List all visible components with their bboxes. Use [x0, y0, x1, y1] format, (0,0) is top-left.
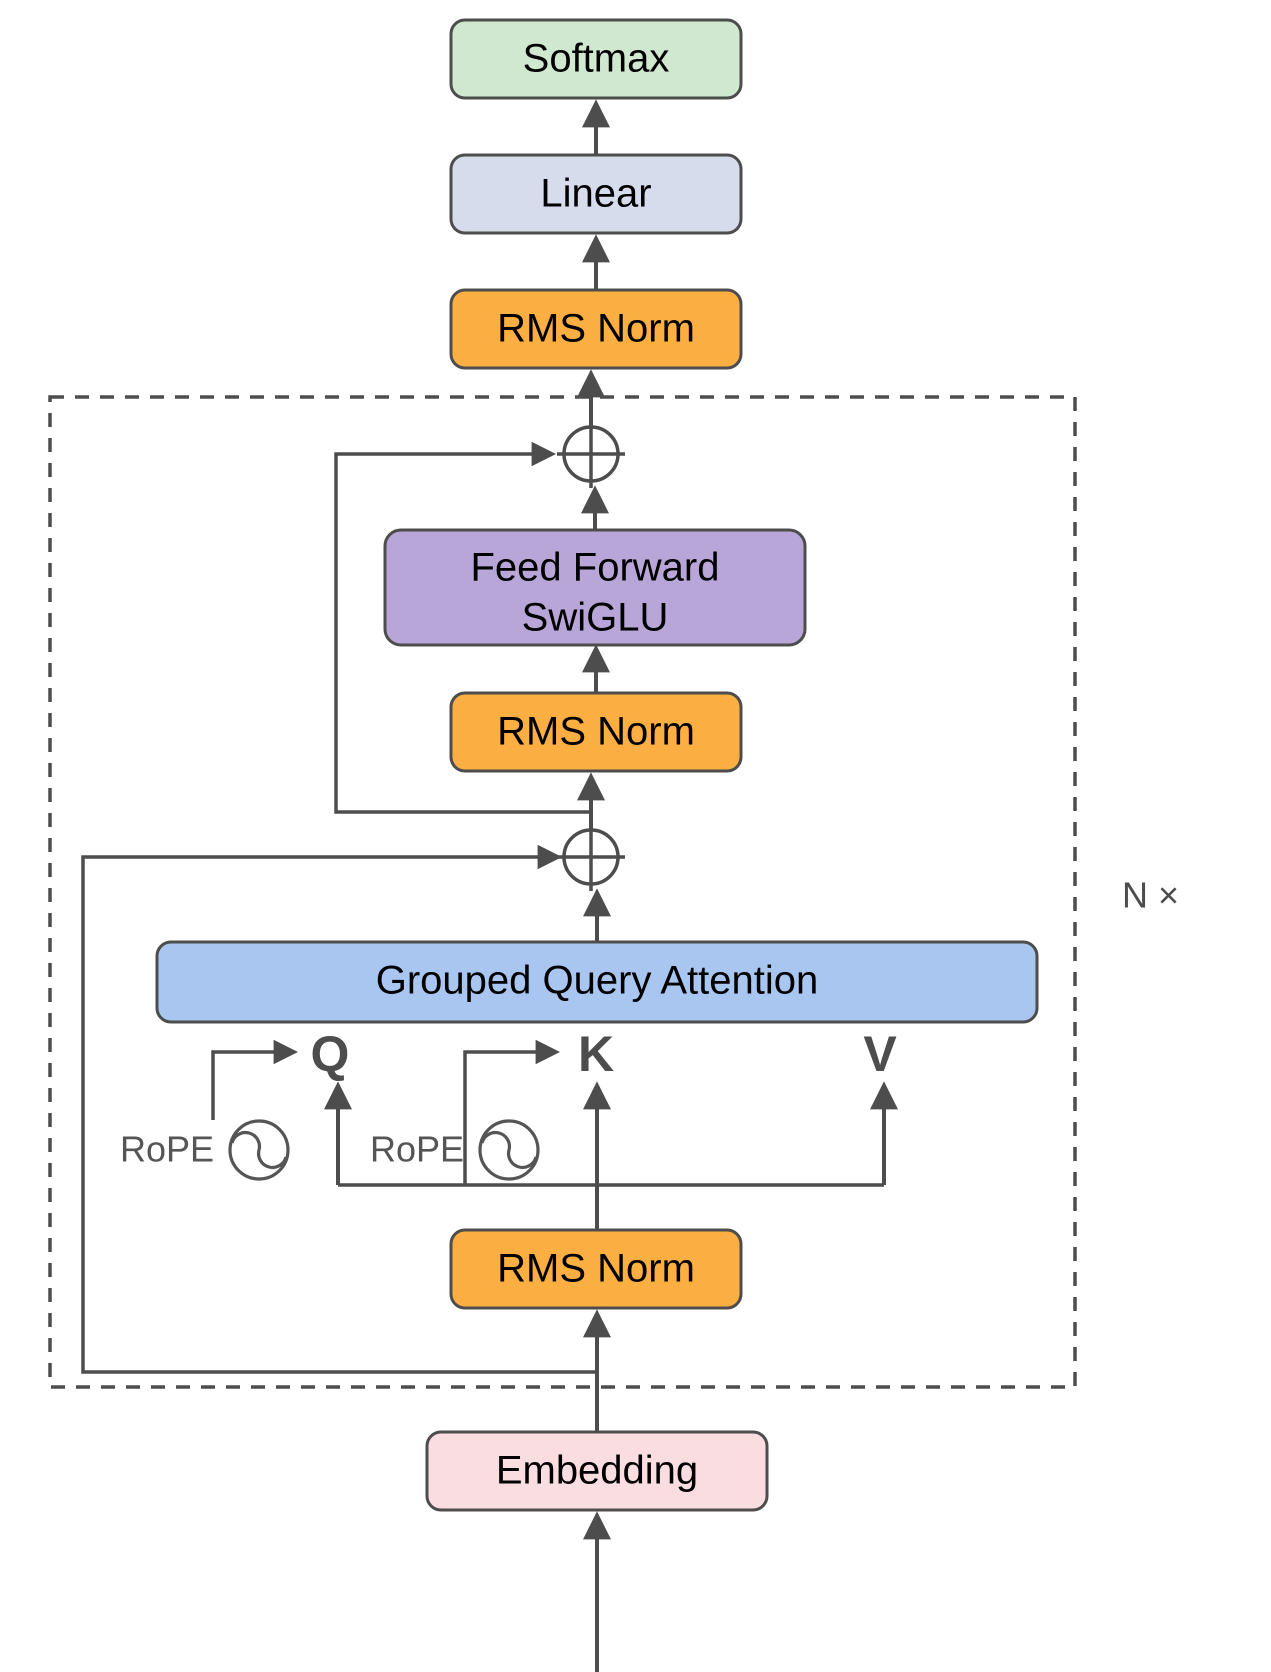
node-rmsnorm-attention-label: RMS Norm: [497, 1247, 695, 1291]
node-linear-label: Linear: [540, 172, 651, 216]
edge-rope-k-to-k: [463, 1039, 561, 1185]
rope-q-icon: [228, 1119, 290, 1181]
node-rmsnorm-final-label: RMS Norm: [497, 307, 695, 351]
node-rmsnorm-ffn-label: RMS Norm: [497, 710, 695, 754]
node-feed-forward-label-line1: Feed Forward: [471, 546, 720, 590]
label-value: V: [863, 1026, 897, 1082]
label-query: Q: [311, 1026, 350, 1082]
rope-q-label: RoPE: [120, 1129, 214, 1170]
add-attention-residual: [557, 823, 625, 891]
residual-ffn-path: [334, 441, 591, 814]
node-feed-forward-label-line2: SwiGLU: [522, 596, 669, 640]
repeat-block-outline: [48, 395, 1077, 1389]
node-embedding-label: Embedding: [496, 1449, 698, 1493]
edge-rope-q-to-q: [211, 1039, 299, 1120]
residual-attention-path: [81, 844, 597, 1374]
rope-k-icon: [478, 1119, 540, 1181]
repeat-count-label: N ×: [1122, 875, 1179, 916]
node-softmax[interactable]: [449, 18, 743, 100]
rope-k-label: RoPE: [370, 1129, 464, 1170]
node-grouped-query-attention-label: Grouped Query Attention: [376, 959, 819, 1003]
label-key: K: [578, 1026, 614, 1082]
add-ffn-residual: [557, 420, 625, 488]
node-softmax-label: Softmax: [523, 37, 670, 81]
